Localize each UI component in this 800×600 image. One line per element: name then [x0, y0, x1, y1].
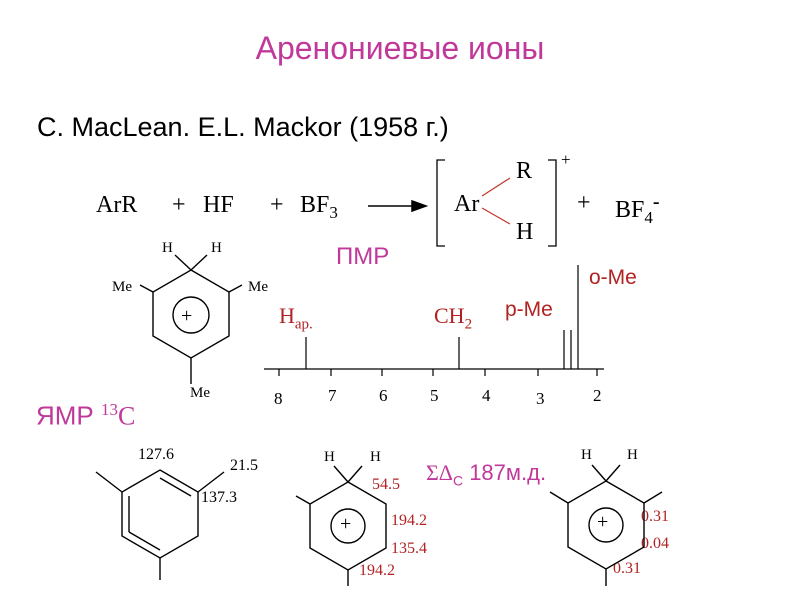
- peak-ch2: CH2: [434, 303, 473, 333]
- h-left-label: H: [581, 447, 592, 463]
- h-left-label: H: [162, 240, 173, 256]
- shift-ch: 127.6: [138, 446, 174, 463]
- axis-tick-label: 8: [274, 389, 283, 408]
- axis-tick-label: 4: [482, 386, 491, 405]
- complex-ar: Ar: [454, 191, 480, 217]
- axis-tick-label: 5: [430, 386, 439, 405]
- shift-meta: 135.4: [391, 540, 427, 557]
- mesitylenium-ring: [139, 254, 243, 384]
- charge-ortho: 0.31: [641, 508, 669, 525]
- axis-tick-label: 7: [328, 386, 337, 405]
- complex-bonds: [481, 177, 511, 225]
- charge-meta: 0.04: [641, 535, 669, 552]
- h-right-label: H: [627, 447, 638, 463]
- pmr-label: ПМР: [336, 243, 390, 270]
- shift-ch2: 54.5: [372, 476, 400, 493]
- ring-charge: +: [340, 513, 352, 535]
- ring-charge: +: [597, 511, 609, 533]
- peak-h-ar: Hap.: [279, 303, 313, 333]
- reactant-bf3: BF3: [300, 192, 338, 222]
- h-right-label: H: [370, 449, 381, 465]
- ring-charge: +: [181, 305, 193, 327]
- ion-ring-charges: [549, 464, 663, 586]
- plus-sign: +: [577, 190, 591, 216]
- ion-ring-shifts: [295, 465, 387, 586]
- sum-delta-label: ΣΔC 187м.д.: [426, 460, 547, 489]
- me-right-label: Me: [248, 279, 268, 295]
- shift-ortho: 194.2: [391, 512, 427, 529]
- plus-sign: +: [270, 192, 284, 218]
- shift-para: 194.2: [359, 562, 395, 579]
- pmr-spectrum: [264, 265, 604, 376]
- shift-me: 21.5: [230, 457, 258, 474]
- reactant-hf: HF: [203, 192, 234, 218]
- product-bf4: BF4-: [615, 191, 660, 227]
- me-left-label: Me: [112, 279, 132, 295]
- reactant-arr: ArR: [96, 192, 138, 218]
- plus-sign: +: [172, 192, 186, 218]
- reaction-arrow: [368, 199, 429, 213]
- peak-o-me: o-Me: [589, 266, 637, 289]
- complex-charge: +: [561, 150, 571, 169]
- cmr-label: ЯМР 13C: [36, 400, 136, 431]
- peak-p-me: p-Me: [505, 298, 553, 321]
- complex-h: H: [516, 219, 534, 245]
- authors-line: C. MacLean. E.L. Mackor (1958 г.): [37, 112, 449, 142]
- page-title: Аренониевые ионы: [255, 30, 545, 66]
- h-left-label: H: [324, 449, 335, 465]
- complex-r: R: [516, 158, 533, 184]
- axis-tick-label: 3: [536, 389, 545, 408]
- mesitylene-ring: [95, 469, 225, 580]
- charge-para: 0.31: [613, 560, 641, 577]
- complex-brackets: [436, 159, 557, 247]
- shift-cq: 137.3: [201, 489, 237, 506]
- h-right-label: H: [211, 240, 222, 256]
- axis-tick-label: 6: [379, 386, 388, 405]
- axis-tick-label: 2: [593, 386, 602, 405]
- me-bottom-label: Me: [190, 385, 210, 401]
